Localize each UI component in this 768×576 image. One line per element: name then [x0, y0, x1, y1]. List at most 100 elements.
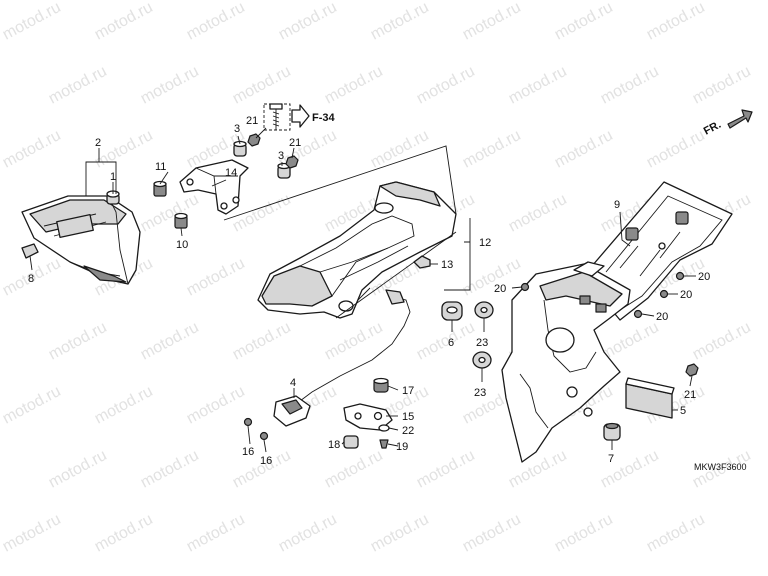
- callout-18: 18: [328, 439, 340, 451]
- watermark-text: motod.ru: [92, 511, 156, 556]
- part-bolt-20c[interactable]: [659, 289, 669, 299]
- watermark-text: motod.ru: [46, 319, 110, 364]
- watermark-text: motod.ru: [138, 319, 202, 364]
- watermark-text: motod.ru: [230, 63, 294, 108]
- watermark-text: motod.ru: [368, 127, 432, 172]
- watermark-text: motod.ru: [690, 319, 754, 364]
- watermark-text: motod.ru: [322, 447, 386, 492]
- part-pad-8[interactable]: [21, 243, 39, 259]
- callout-6: 6: [448, 337, 454, 349]
- leader-lines: [29, 127, 696, 453]
- watermark-text: motod.ru: [460, 511, 524, 556]
- callout-20a: 20: [494, 283, 506, 295]
- part-bracket-14[interactable]: [179, 159, 249, 215]
- part-washer-22[interactable]: [378, 424, 390, 432]
- diagram-code: MKW3F3600: [694, 462, 747, 472]
- watermark-text: motod.ru: [644, 0, 708, 44]
- callout-3a: 3: [234, 123, 240, 135]
- watermark-text: motod.ru: [644, 511, 708, 556]
- front-direction-indicator: FR.: [702, 109, 753, 138]
- part-collar-23b[interactable]: [472, 351, 492, 369]
- part-screw-16b[interactable]: [259, 431, 269, 441]
- watermark-text: motod.ru: [0, 511, 64, 556]
- page-ref-arrow[interactable]: [291, 104, 310, 128]
- part-grommet-10[interactable]: [174, 212, 188, 229]
- callout-14: 14: [225, 167, 237, 179]
- assembly-envelope: [223, 145, 457, 319]
- part-screw-16a[interactable]: [243, 417, 253, 427]
- part-nut-21c[interactable]: [685, 363, 699, 377]
- part-rear-cowl-12[interactable]: [257, 181, 457, 319]
- callout-12: 12: [479, 237, 491, 249]
- callout-13: 13: [441, 259, 453, 271]
- watermark-text: motod.ru: [92, 383, 156, 428]
- callout-20b: 20: [698, 271, 710, 283]
- watermark-text: motod.ru: [276, 511, 340, 556]
- callout-21a: 21: [246, 115, 258, 127]
- callout-9: 9: [614, 199, 620, 211]
- watermark-text: motod.ru: [552, 511, 616, 556]
- part-harness-4[interactable]: [273, 289, 411, 427]
- watermark-text: motod.ru: [460, 127, 524, 172]
- watermark-text: motod.ru: [552, 127, 616, 172]
- callout-20c: 20: [680, 289, 692, 301]
- part-bolt-20a[interactable]: [520, 282, 530, 292]
- part-seat-cowl-inner[interactable]: [21, 195, 141, 285]
- watermark-text: motod.ru: [184, 0, 248, 44]
- part-grommet-18[interactable]: [343, 435, 359, 449]
- part-bolt-f34[interactable]: [263, 103, 291, 131]
- watermark-text: motod.ru: [414, 319, 478, 364]
- part-screw-19[interactable]: [379, 439, 389, 449]
- callout-2: 2: [95, 137, 101, 149]
- watermark-text: motod.ru: [92, 127, 156, 172]
- page-ref-label: F-34: [312, 112, 336, 124]
- watermark-text: motod.ru: [460, 0, 524, 44]
- watermark-text: motod.ru: [184, 255, 248, 300]
- watermark-text: motod.ru: [690, 63, 754, 108]
- part-rubber-7[interactable]: [603, 422, 621, 441]
- part-reflector-5[interactable]: [625, 377, 675, 419]
- callout-22: 22: [402, 425, 414, 437]
- watermark-text: motod.ru: [460, 255, 524, 300]
- callout-21c: 21: [684, 389, 696, 401]
- callout-4: 4: [290, 377, 296, 389]
- watermark-text: motod.ru: [184, 511, 248, 556]
- watermark-text: motod.ru: [46, 63, 110, 108]
- watermark-text: motod.ru: [506, 447, 570, 492]
- watermark-text: motod.ru: [368, 0, 432, 44]
- callout-5: 5: [680, 405, 686, 417]
- callout-3b: 3: [278, 150, 284, 162]
- watermark-text: motod.ru: [506, 63, 570, 108]
- watermark-text: motod.ru: [138, 447, 202, 492]
- part-nut-21b[interactable]: [285, 155, 299, 169]
- part-collar-23a[interactable]: [474, 301, 494, 319]
- watermark-text: motod.ru: [92, 0, 156, 44]
- watermark-text: motod.ru: [184, 383, 248, 428]
- watermark-text: motod.ru: [414, 63, 478, 108]
- part-grommet-6[interactable]: [441, 301, 463, 321]
- watermark-text: motod.ru: [322, 63, 386, 108]
- part-bolt-20b[interactable]: [675, 271, 685, 281]
- watermark-text: motod.ru: [414, 447, 478, 492]
- part-fender-bracket[interactable]: [501, 261, 631, 463]
- watermark-text: motod.ru: [138, 63, 202, 108]
- watermark-text: motod.ru: [598, 63, 662, 108]
- callout-17: 17: [402, 385, 414, 397]
- callout-8: 8: [28, 273, 34, 285]
- part-bracket-15[interactable]: [343, 403, 393, 431]
- callout-15: 15: [402, 411, 414, 423]
- watermark-text: motod.ru: [644, 127, 708, 172]
- part-grommet-17[interactable]: [373, 377, 389, 393]
- callout-23b: 23: [474, 387, 486, 399]
- watermark-text: motod.ru: [46, 447, 110, 492]
- part-bolt-20d[interactable]: [633, 309, 643, 319]
- callout-19: 19: [396, 441, 408, 453]
- callout-23a: 23: [476, 337, 488, 349]
- callout-1: 1: [110, 171, 116, 183]
- watermark-text: motod.ru: [506, 191, 570, 236]
- callout-20d: 20: [656, 311, 668, 323]
- part-grommet-11[interactable]: [153, 180, 167, 197]
- watermark-text: motod.ru: [276, 0, 340, 44]
- watermark-text: motod.ru: [0, 0, 64, 44]
